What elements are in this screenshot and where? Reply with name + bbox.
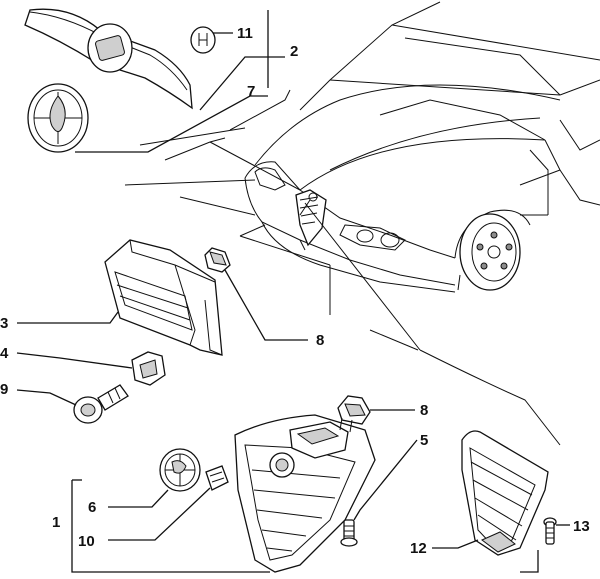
callout-9: 9 [0, 381, 8, 398]
leader-lines [16, 10, 570, 573]
part-2-badge-bar [24, 8, 193, 110]
guide-lines [124, 89, 561, 446]
car-illustration [244, 1, 600, 293]
callout-13: 13 [573, 518, 590, 535]
part-7-emblem [27, 83, 89, 153]
part-9-fastener [73, 384, 129, 424]
part-11-small-badge [190, 26, 216, 54]
callout-3: 3 [0, 315, 8, 332]
callout-8-upper: 8 [316, 332, 324, 349]
callout-6: 6 [88, 499, 96, 516]
callout-5: 5 [420, 432, 428, 449]
part-13-screw [543, 517, 557, 545]
part-8-clip-lower [337, 395, 371, 425]
part-5-screw [340, 519, 358, 547]
part-8-clip-upper [204, 247, 231, 273]
part-3-grille-frame [104, 239, 223, 356]
callout-11: 11 [237, 25, 253, 42]
part-12-grille-insert [461, 430, 549, 556]
callout-10: 10 [78, 533, 95, 550]
callout-1: 1 [52, 514, 60, 531]
part-6-emblem [159, 448, 201, 492]
callout-8-lower: 8 [420, 402, 428, 419]
part-1-shield-grille [234, 414, 376, 573]
callout-4: 4 [0, 345, 9, 362]
part-10-bracket [205, 465, 229, 491]
callout-2: 2 [290, 43, 298, 60]
callout-7: 7 [247, 83, 255, 100]
part-4-retainer [131, 351, 166, 386]
callout-labels: 11 2 7 3 8 4 9 8 5 6 1 10 12 13 [0, 25, 590, 557]
callout-12: 12 [410, 540, 427, 557]
